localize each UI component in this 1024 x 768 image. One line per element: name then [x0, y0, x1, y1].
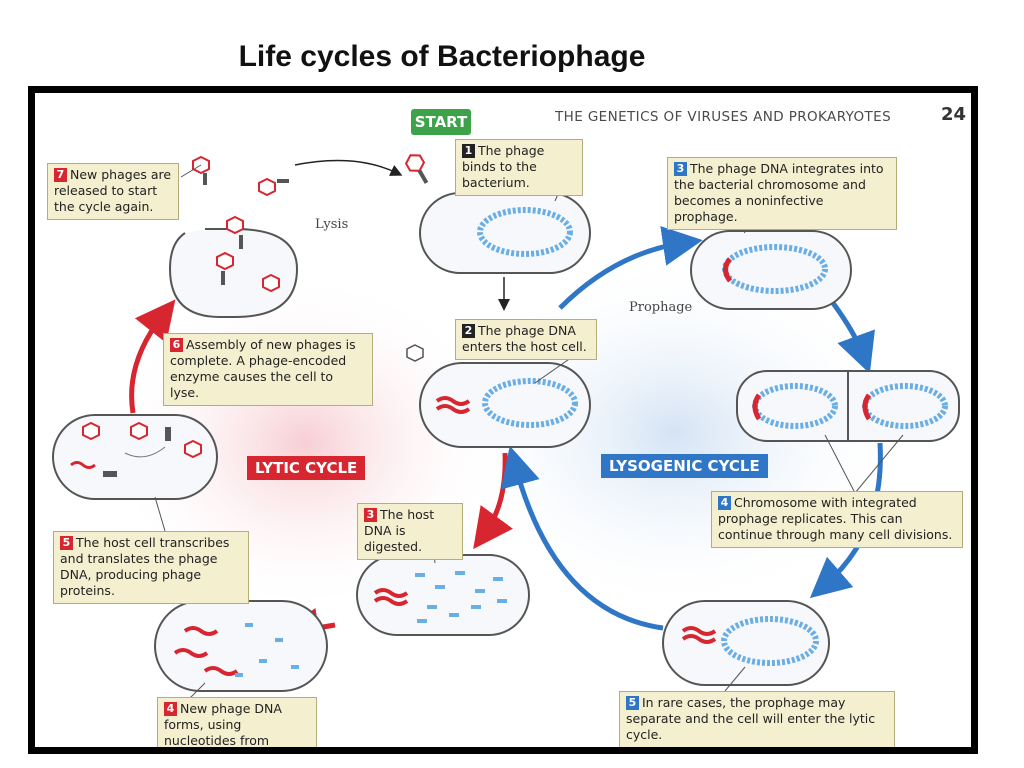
- arrow-back-to-lytic: [500, 445, 664, 631]
- step-text: The host DNA is digested.: [364, 507, 435, 554]
- cell-phage-dna-entry: [406, 344, 591, 448]
- step-text: Chromosome with integrated prophage repl…: [718, 495, 953, 542]
- prophage-label: Prophage: [629, 300, 693, 315]
- slide-title: Life cycles of Bacteriophage: [238, 40, 646, 73]
- step-number: 4: [164, 702, 177, 716]
- step-text: Assembly of new phages is complete. A ph…: [170, 337, 356, 400]
- step-number: 6: [170, 338, 183, 352]
- arrow-to-replication: [830, 301, 875, 374]
- cell-new-phage-dna: [154, 600, 328, 692]
- cell-phage-proteins: [52, 414, 218, 500]
- step-text: New phage DNA forms, using nucleotides f…: [164, 701, 282, 748]
- arrow-to-integration: [558, 226, 703, 310]
- step-number: 5: [626, 696, 639, 710]
- step-number: 3: [674, 162, 687, 176]
- step-number: 7: [54, 168, 67, 182]
- cell-host-dna-digested: [356, 554, 530, 636]
- bacteriophage-life-cycle-figure: THE GENETICS OF VIRUSES AND PROKARYOTES …: [28, 86, 978, 754]
- step-text: The phage DNA integrates into the bacter…: [674, 161, 884, 224]
- step-number: 5: [60, 536, 73, 550]
- book-header: THE GENETICS OF VIRUSES AND PROKARYOTES: [555, 109, 892, 125]
- cell-prophage: [690, 230, 852, 310]
- step-text: The phage binds to the bacterium.: [462, 143, 545, 190]
- step-text: In rare cases, the prophage may separate…: [626, 695, 876, 742]
- step-text: The phage DNA enters the host cell.: [462, 323, 587, 354]
- cell-dividing: [736, 370, 960, 442]
- cell-lysis: [168, 215, 299, 318]
- cell-prophage-separates: [662, 600, 830, 686]
- start-badge: START: [411, 109, 471, 135]
- step-number: 1: [462, 144, 475, 158]
- lysogenic-cycle-label: LYSOGENIC CYCLE: [601, 454, 768, 478]
- arrow-step5-to-6: [129, 299, 176, 414]
- arrow-release-to-bind: [294, 159, 403, 176]
- step-number: 2: [462, 324, 475, 338]
- step-text: The host cell transcribes and translates…: [60, 535, 230, 598]
- lytic-cycle-label: LYTIC CYCLE: [247, 456, 366, 480]
- step-number: 4: [718, 496, 731, 510]
- page-number: 24: [941, 104, 967, 125]
- step-text: New phages are released to start the cyc…: [54, 167, 172, 214]
- step-number: 3: [364, 508, 377, 522]
- released-phages: [192, 155, 289, 197]
- lysis-label: Lysis: [315, 217, 349, 232]
